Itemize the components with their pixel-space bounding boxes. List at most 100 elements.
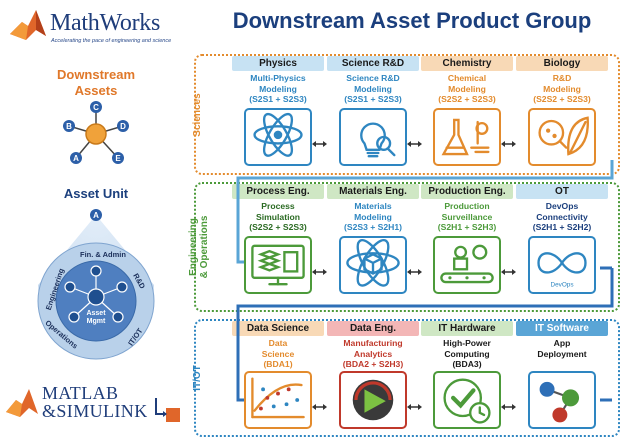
robot-conveyor-icon [440, 244, 494, 284]
description-line-2: Simulation [256, 211, 300, 222]
category-tab: Physics [232, 56, 324, 71]
check-clock-icon [443, 378, 491, 424]
process-monitor-icon [251, 244, 305, 286]
downstream-assets-title: Downstream Assets [56, 67, 136, 98]
description-line-2: Analytics [353, 348, 393, 359]
icon-tile [244, 371, 312, 429]
lightbulb-icon [360, 122, 396, 158]
connector-arrow [501, 135, 516, 147]
asset-unit-node [90, 209, 102, 221]
node-c [90, 101, 102, 113]
description-line-1: DevOps [545, 201, 579, 211]
description-code: (S2H1 + S2H2) [532, 222, 592, 232]
description-line-2: Modeling [354, 83, 392, 94]
description-line-2: Modeling [354, 211, 392, 222]
scatter-plot-icon [251, 377, 305, 419]
node-d-label: D [120, 122, 126, 131]
description-line-1: Process [261, 201, 295, 211]
asset-network-diagram: C B D A E [63, 101, 129, 164]
simulink-block-icon [155, 398, 180, 422]
mathworks-logo: MathWorks Accelerating the pace of engin… [8, 6, 198, 48]
cube-atom-icon [346, 239, 400, 287]
matlab-membrane-icon [6, 389, 38, 417]
icon-tile [244, 108, 312, 166]
connector-arrow [312, 135, 327, 147]
description-line-2: Surveillance [441, 211, 493, 222]
icon-tile [339, 236, 407, 294]
category-tab: Process Eng. [232, 184, 324, 199]
description-code: (S2S2 + S2S3) [533, 94, 591, 104]
section-label: IT/OT [192, 365, 203, 391]
icon-tile [339, 371, 407, 429]
section-label: Engineering& Operations [188, 187, 212, 307]
description-line-2: Computing [444, 348, 490, 359]
icon-tile [528, 371, 596, 429]
asset-unit-node-label: A [93, 211, 99, 220]
icon-tile: DevOps [528, 236, 596, 294]
asset-mgmt-label-1: Asset [86, 310, 106, 317]
section-label: Sciences [192, 92, 203, 137]
connector-arrow [312, 263, 327, 275]
description-line-1: Production [444, 201, 490, 211]
node-a-label: A [73, 154, 79, 163]
membrane-logo-icon [10, 10, 46, 40]
node-c-label: C [93, 103, 99, 112]
icon-tile [433, 371, 501, 429]
description-line-1: Science R&D [346, 73, 400, 83]
description-line-2: Modeling [448, 83, 486, 94]
node-e [112, 152, 124, 164]
category-tab: OT [516, 184, 608, 199]
simulink-word: &SIMULINK [42, 401, 148, 421]
svg-text:DevOps: DevOps [550, 281, 573, 288]
connector-arrow [501, 398, 516, 410]
description-code: (BDA3) [452, 359, 482, 369]
atom-icon [253, 112, 303, 157]
description-line-1: Manufacturing [343, 338, 403, 348]
description-line-2: Deployment [537, 348, 587, 359]
connector-arrow [312, 398, 327, 410]
mathworks-brand: MathWorks [50, 10, 161, 36]
connector-arrow [407, 398, 422, 410]
mathworks-tagline: Accelerating the pace of engineering and… [51, 38, 172, 44]
description-line-1: Chemical [447, 73, 487, 83]
icon-tile [244, 236, 312, 294]
hub-node [85, 123, 107, 145]
connector-arrow [407, 263, 422, 275]
description-line-2: Science [261, 348, 295, 359]
description-line-1: High-Power [443, 338, 491, 348]
node-a [70, 152, 82, 164]
description-code: (S2S2 + S2S3) [438, 94, 496, 104]
connector-arrow [407, 135, 422, 147]
category-tab: Biology [516, 56, 608, 71]
description-code: (BDA2 + S2H3) [342, 359, 404, 369]
icon-tile [433, 108, 501, 166]
gauge-play-icon [352, 379, 394, 421]
matlab-simulink-logo: MATLAB &SIMULINK [4, 380, 192, 436]
lab-flask-icon [441, 118, 490, 156]
ring-label-fin-admin: Fin. & Admin [80, 250, 126, 259]
node-d [117, 120, 129, 132]
category-tab: IT Software [516, 321, 608, 336]
connector-arrow [501, 263, 516, 275]
page-title: Downstream Asset Product Group [232, 8, 592, 33]
matlab-word: MATLAB [42, 383, 119, 403]
molecule-network-icon [539, 381, 580, 423]
description-line-1: R&D [552, 73, 572, 83]
icon-tile [528, 108, 596, 166]
node-b [63, 120, 75, 132]
asset-unit-title: Asset Unit [63, 186, 129, 201]
node-e-label: E [115, 154, 121, 163]
category-tab: Production Eng. [421, 184, 513, 199]
description-code: (S2H1 + S2H3) [437, 222, 497, 232]
icon-tile [339, 108, 407, 166]
category-tab: Data Science [232, 321, 324, 336]
description-code: (BDA1) [263, 359, 293, 369]
